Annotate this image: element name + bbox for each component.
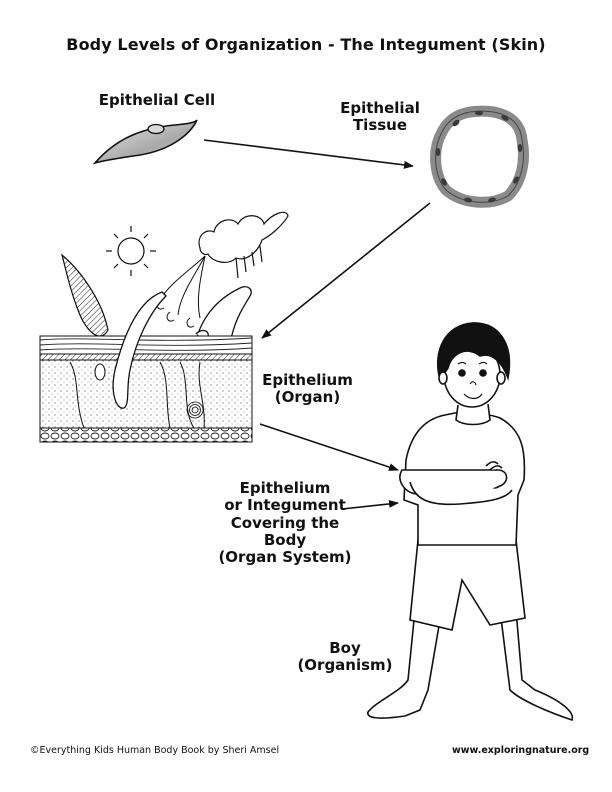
label-epithelial-cell: Epithelial Cell — [82, 91, 232, 109]
label-text: Epithelial — [340, 99, 420, 117]
page-title: Body Levels of Organization - The Integu… — [66, 35, 546, 54]
label-epithelial-tissue: Epithelial Tissue — [330, 99, 430, 135]
skin-cross-section-drawing — [39, 211, 289, 443]
footer-credit: ©Everything Kids Human Body Book by Sher… — [30, 745, 280, 756]
boy-drawing — [367, 322, 574, 722]
wind-drawing — [156, 255, 206, 328]
label-organ-system: Epithelium or Integument Covering the Bo… — [210, 479, 360, 566]
flow-arrows — [203, 139, 431, 510]
leaf-drawing — [60, 253, 109, 337]
label-text: or Integument — [224, 496, 346, 515]
epithelial-tissue-ring-drawing — [430, 105, 529, 208]
label-epithelium-organ: Epithelium (Organ) — [250, 371, 365, 407]
label-text: (Organism) — [297, 656, 393, 675]
label-text: (Organ) — [274, 388, 341, 407]
label-organism: Boy (Organism) — [290, 639, 400, 675]
cloud-icon — [198, 211, 289, 279]
label-text: Epithelium — [239, 479, 331, 497]
arrow-organ-to-boy — [259, 423, 399, 471]
label-text: Covering the Body — [230, 513, 340, 549]
label-text: (Organ System) — [218, 548, 352, 566]
arrow-cell-to-tissue — [203, 139, 414, 169]
label-text: Tissue — [352, 116, 408, 135]
label-text: Boy — [329, 639, 361, 657]
label-text: Epithelium — [262, 371, 353, 389]
sun-icon — [106, 226, 156, 276]
label-text: Epithelial Cell — [98, 91, 216, 109]
pacinian-corpuscle — [186, 401, 204, 419]
arrow-tissue-to-organ — [261, 202, 431, 339]
arrow-system-to-boy — [341, 499, 399, 510]
footer-website[interactable]: www.exploringnature.org — [452, 745, 590, 756]
epithelial-cell-drawing — [92, 119, 198, 165]
